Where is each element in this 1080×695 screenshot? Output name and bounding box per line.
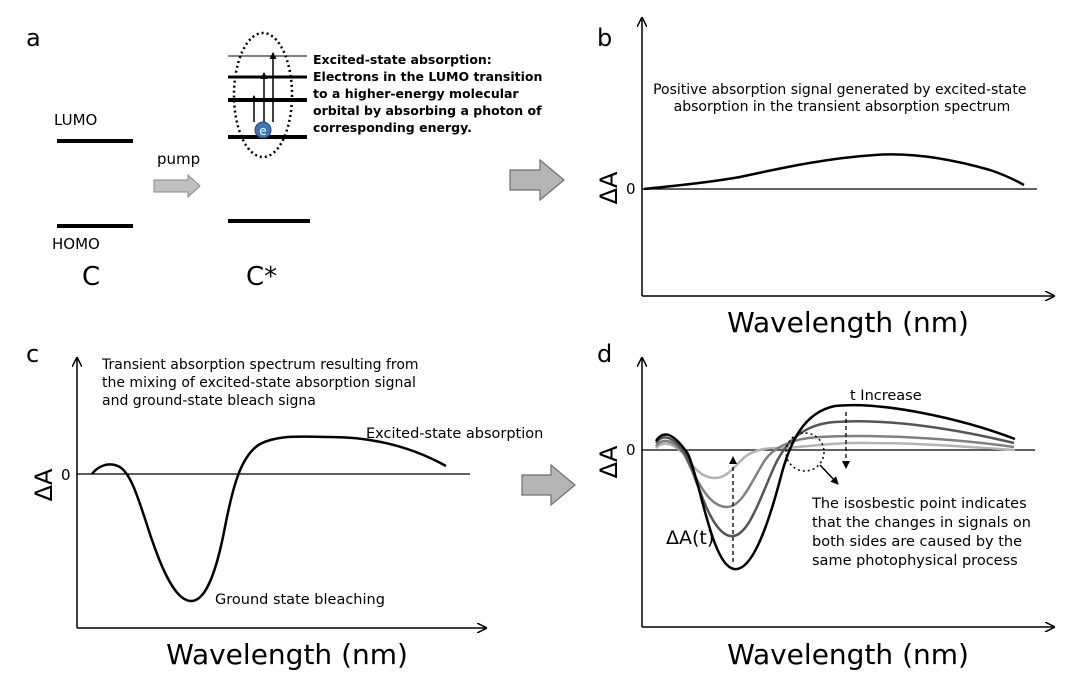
- pump-label: pump: [157, 150, 200, 168]
- panel-a: a LUMO HOMO C pump e C* Excited-state ab…: [26, 24, 547, 292]
- ground-state-label: C: [82, 262, 100, 292]
- b-x-label: Wavelength (nm): [727, 306, 969, 339]
- c-y-label: ΔA: [30, 468, 58, 501]
- panel-b: b 0 ΔA Wavelength (nm) Positive absorpti…: [595, 18, 1054, 339]
- panel-b-label: b: [597, 24, 612, 52]
- arrow-a-to-b-icon: [509, 158, 565, 202]
- c-caption-line-3: and ground-state bleach signa: [102, 393, 316, 409]
- isosbestic-line-4: same photophysical process: [812, 553, 1018, 569]
- panel-a-label: a: [26, 24, 41, 52]
- arrow-c-to-d-icon: [521, 463, 576, 507]
- d-increase-label: t Increase: [850, 388, 922, 404]
- pump-arrow-icon: [153, 173, 201, 199]
- c-x-label: Wavelength (nm): [166, 638, 408, 671]
- panel-d: d 0 ΔA Wavelength (nm) t Increase ΔA(t) …: [595, 340, 1054, 671]
- b-caption-line-1: Positive absorption signal generated by …: [653, 82, 1026, 98]
- panel-d-label: d: [597, 340, 612, 368]
- esa-caption-line-4: orbital by absorbing a photon of: [313, 103, 542, 118]
- panel-c-label: c: [26, 340, 39, 368]
- homo-label: HOMO: [52, 235, 100, 253]
- excited-state-ellipse: [232, 31, 294, 159]
- c-caption: Transient absorption spectrum resulting …: [101, 357, 423, 409]
- isosbestic-note: The isosbestic point indicates that the …: [811, 496, 1036, 569]
- b-y-label: ΔA: [595, 171, 623, 204]
- isosbestic-point-circle: [785, 432, 825, 472]
- isosbestic-line-3: both sides are caused by the: [812, 534, 1022, 550]
- b-caption-line-2: absorption in the transient absorption s…: [674, 99, 1011, 115]
- c-esa-label: Excited-state absorption: [366, 426, 543, 442]
- panel-c: c 0 ΔA Wavelength (nm) Transient absorpt…: [26, 340, 543, 671]
- c-caption-line-1: Transient absorption spectrum resulting …: [101, 357, 419, 373]
- d-y-label: ΔA: [595, 445, 623, 478]
- isosbestic-pointer: [819, 464, 839, 485]
- electron-label: e: [259, 124, 266, 138]
- lumo-label: LUMO: [54, 111, 97, 129]
- esa-caption: Excited-state absorption: Electrons in t…: [313, 52, 547, 135]
- d-delta-a-t-label: ΔA(t): [666, 527, 714, 549]
- b-zero-label: 0: [626, 180, 636, 198]
- c-mixed-curve: [91, 435, 447, 603]
- d-curve-t4: [655, 441, 1016, 480]
- electron-icon: [254, 121, 272, 139]
- d-curve-t1: [654, 403, 1016, 571]
- c-gsb-label: Ground state bleaching: [215, 592, 385, 608]
- d-x-label: Wavelength (nm): [727, 638, 969, 671]
- esa-caption-line-3: to a higher-energy molecular: [313, 86, 519, 101]
- d-zero-label: 0: [626, 441, 636, 459]
- esa-caption-line-1: Excited-state absorption:: [313, 52, 492, 67]
- esa-caption-line-2: Electrons in the LUMO transition: [313, 69, 542, 84]
- excited-state-label: C*: [246, 262, 277, 292]
- isosbestic-line-2: that the changes in signals on: [812, 515, 1031, 531]
- b-esa-curve: [643, 153, 1025, 191]
- d-curve-t2: [654, 419, 1015, 538]
- c-zero-label: 0: [61, 466, 71, 484]
- esa-caption-line-5: corresponding energy.: [313, 120, 472, 135]
- b-caption: Positive absorption signal generated by …: [653, 82, 1031, 115]
- isosbestic-line-1: The isosbestic point indicates: [811, 496, 1027, 512]
- c-caption-line-2: the mixing of excited-state absorption s…: [102, 375, 416, 391]
